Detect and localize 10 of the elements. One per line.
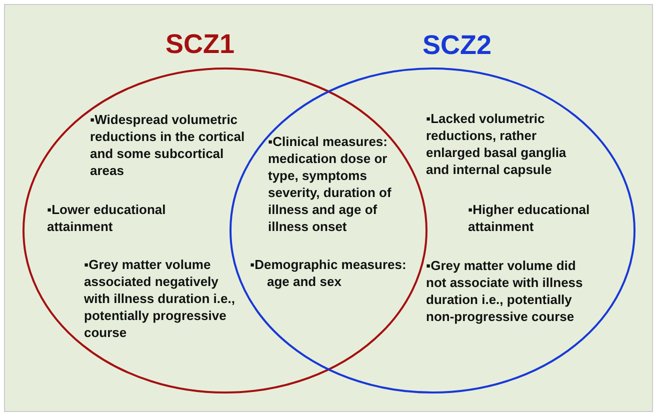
bullet-text: ▪Higher educational attainment bbox=[468, 201, 591, 235]
set-title: SCZ2 bbox=[422, 29, 492, 61]
bullet-text: ▪Lower educational attainment bbox=[47, 201, 167, 235]
bullet-text: ▪Widespread volumetric reductions in the cortical and some subcortical areas bbox=[90, 111, 246, 179]
bullet-text: ▪Lacked volumetric reductions, rather enlarged basal ganglia and internal capsule bbox=[426, 110, 568, 178]
set-title: SCZ1 bbox=[165, 28, 235, 60]
bullet-text: ▪Clinical measures: medication dose or type, symptoms severity, duration of illness and age of illness onset bbox=[268, 133, 392, 235]
bullet-text: ▪Demographic measures: age and sex bbox=[250, 256, 408, 290]
bullet-text: ▪Grey matter volume did not associate with illness duration i.e., potentially non-progressive course bbox=[426, 257, 584, 325]
bullet-text: ▪Grey matter volume associated negatively with illness duration i.e., potentially progressive course bbox=[84, 256, 236, 341]
